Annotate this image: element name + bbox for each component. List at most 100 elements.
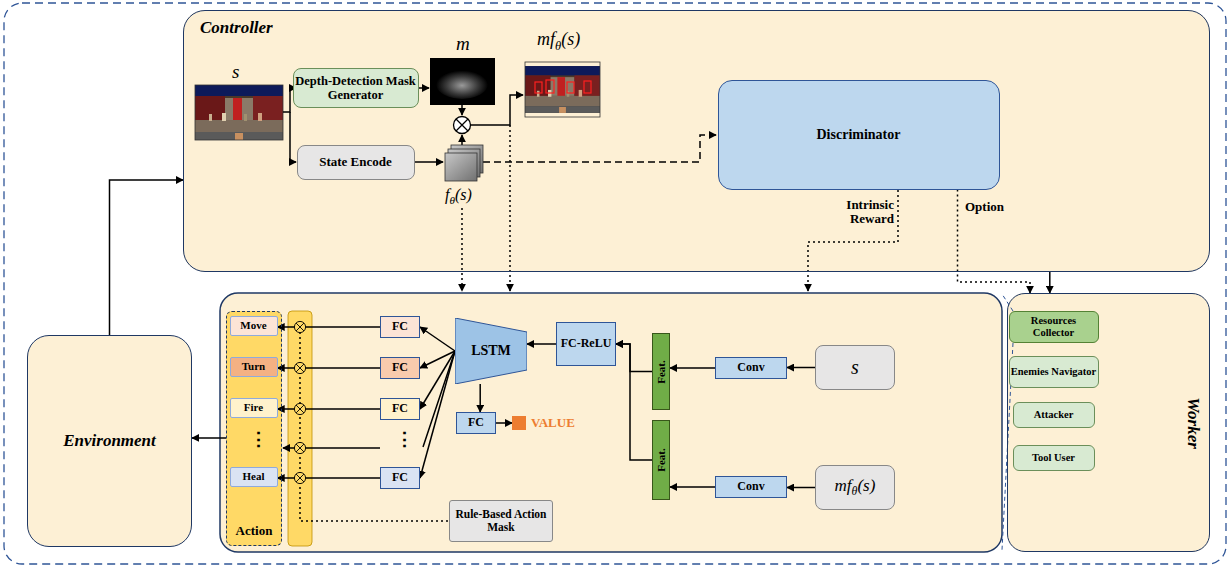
controller-wires xyxy=(415,161,443,163)
fc-layer-text: FC xyxy=(468,416,484,429)
conv-layer-text: Conv xyxy=(737,480,764,493)
controller-wires xyxy=(461,135,463,145)
image-label: m xyxy=(456,34,470,55)
controller-wires xyxy=(290,112,296,162)
option-box-text: Tool User xyxy=(1032,452,1075,464)
mask-image xyxy=(430,58,495,105)
masked-state-image xyxy=(584,81,591,93)
conv-layer: Conv xyxy=(715,476,787,498)
fc-layer-text: FC xyxy=(392,471,408,484)
fc-relu-layer: FC-ReLU xyxy=(556,322,616,366)
mask-multipliers xyxy=(294,321,305,483)
mask-box-text: Rule-Based Action Mask xyxy=(450,508,552,534)
fc-layer: FC xyxy=(380,398,420,420)
ellipsis-mark: ⋮ xyxy=(249,430,268,451)
connector-arrow xyxy=(420,351,455,478)
fc-layer-text: FC xyxy=(392,402,408,415)
feature-bar: Feat. xyxy=(652,420,670,500)
environment-box: Environment xyxy=(27,335,192,547)
connector-arrow xyxy=(420,327,455,351)
controller-panel: ControllerDepth-Detection Mask Generator… xyxy=(183,10,1210,272)
controller-wires xyxy=(509,125,511,291)
option-box-text: Enemies Navigator xyxy=(1011,366,1096,378)
action-box: Move xyxy=(230,316,278,336)
connector-arrow xyxy=(278,326,381,328)
masked-state-image xyxy=(535,82,542,93)
action-group: Action MoveTurnFireHeal xyxy=(226,311,282,546)
discriminator-box-text: Discriminator xyxy=(817,127,901,143)
fc-layer: FC xyxy=(380,316,420,338)
option-box: Enemies Navigator xyxy=(1009,356,1099,388)
multiply-symbol xyxy=(454,117,471,134)
encoder-box-text: State Encode xyxy=(319,155,392,170)
connector-arrow xyxy=(670,367,715,369)
fc-layer: FC xyxy=(380,467,420,489)
option-box: Resources Collector xyxy=(1009,311,1099,343)
image-label: s xyxy=(232,62,239,83)
masked-state-image xyxy=(535,80,591,93)
connector-arrow xyxy=(616,344,652,372)
connector-arrow xyxy=(787,367,815,369)
masked-state-image xyxy=(525,62,600,117)
lstm-shape xyxy=(455,318,527,384)
image-label: mfθ(s) xyxy=(537,30,580,53)
action-box: Heal xyxy=(230,467,278,487)
feature-bar-text: Feat. xyxy=(655,360,667,384)
value-output: VALUE xyxy=(512,414,578,432)
action-group-text: Action xyxy=(236,524,273,539)
value-output-text: VALUE xyxy=(531,416,575,431)
fc-layer: FC xyxy=(456,412,496,434)
connector-arrow xyxy=(278,367,381,369)
action-box-text: Move xyxy=(240,319,266,331)
mask-multipliers xyxy=(294,321,305,332)
connector-arrow xyxy=(527,343,556,345)
state-image xyxy=(195,85,283,140)
outer-frame xyxy=(4,3,1226,564)
image-label: fθ(s) xyxy=(445,186,472,207)
connector-arrow xyxy=(1049,272,1051,293)
controller-panel-text: Controller xyxy=(200,18,273,37)
encoder-box: State Encode xyxy=(297,145,415,180)
connector-arrow xyxy=(110,180,184,335)
state-image xyxy=(195,85,283,140)
option-box: Attacker xyxy=(1013,402,1095,428)
option-box: Tool User xyxy=(1013,445,1095,471)
feature-stack xyxy=(445,153,477,181)
masked-state-image xyxy=(525,62,600,117)
ellipsis-mark: ⋮ xyxy=(395,430,414,451)
controller-wires xyxy=(461,208,463,291)
connector-arrow xyxy=(616,344,652,460)
action-box-text: Heal xyxy=(243,470,265,482)
connector-arrow xyxy=(278,408,381,410)
worker-panel-text: Worker xyxy=(1183,397,1202,449)
mask-multipliers xyxy=(294,442,305,453)
action-box-text: Fire xyxy=(244,401,263,413)
network-wires xyxy=(300,330,453,521)
connector-arrow xyxy=(192,437,226,439)
controller-wires xyxy=(483,135,716,162)
fc-relu-layer-text: FC-ReLU xyxy=(561,337,612,350)
fc-layer: FC xyxy=(380,357,420,379)
connector-arrow xyxy=(420,351,455,409)
mask-image xyxy=(430,58,495,105)
input-box-text: mfθ(s) xyxy=(835,476,876,499)
masked-state-image xyxy=(567,82,574,93)
edge-label: Option xyxy=(963,200,1006,214)
lstm-layer: LSTM xyxy=(455,318,527,384)
value-swatch xyxy=(512,416,526,430)
feature-stack xyxy=(445,145,483,181)
mask-box: Rule-Based Action Mask xyxy=(449,500,553,542)
mask-multipliers xyxy=(294,403,305,414)
connector-arrow xyxy=(787,487,815,489)
network-wires xyxy=(283,330,455,521)
signal-label: Intrinsic Reward xyxy=(822,198,894,227)
option-box-text: Attacker xyxy=(1034,409,1074,421)
state-image xyxy=(195,85,283,140)
input-box-text: s xyxy=(851,356,859,378)
action-box: Fire xyxy=(230,398,278,418)
feature-bar: Feat. xyxy=(652,333,670,410)
action-box: Turn xyxy=(230,357,278,377)
worker-fill xyxy=(1007,293,1210,552)
controller-wires xyxy=(808,190,898,291)
